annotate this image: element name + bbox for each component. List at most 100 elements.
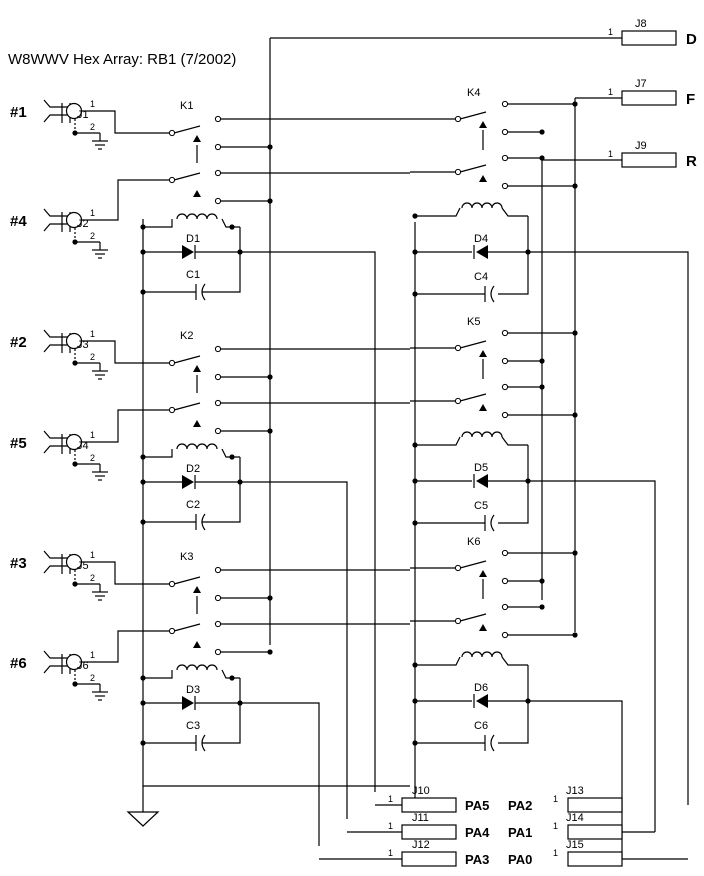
jack-ref-J13: J13	[566, 785, 584, 797]
jack-ref-J6: J6	[77, 660, 89, 672]
contact-terminal	[501, 154, 509, 162]
contact-arrow	[479, 404, 487, 411]
diode-ref-D3: D3	[186, 684, 200, 696]
control-label-PA3: PA3	[465, 852, 489, 867]
contact-terminal	[501, 411, 509, 419]
switch-blade	[173, 355, 201, 364]
capacitor-icon	[201, 283, 206, 301]
pin-label: 1	[90, 650, 95, 660]
junction-dot	[572, 330, 578, 336]
diode-ref-D2: D2	[186, 463, 200, 475]
contact-terminal	[501, 603, 509, 611]
wire	[498, 216, 529, 295]
switch-blade	[459, 340, 487, 349]
switch-blade	[173, 576, 201, 585]
contact-terminal	[214, 169, 222, 177]
pin-label: 1	[388, 848, 393, 858]
wire	[112, 179, 170, 221]
jack-ref-J15: J15	[566, 839, 584, 851]
wire	[43, 329, 68, 338]
junction-dot	[572, 550, 578, 556]
junction-dot	[72, 130, 78, 136]
junction-dot	[140, 519, 146, 525]
wire	[43, 550, 68, 559]
wire	[43, 223, 68, 232]
wire	[528, 480, 656, 832]
junction-dot	[539, 129, 545, 135]
junction-dot	[140, 740, 146, 746]
junction-dot	[539, 604, 545, 610]
control-label-PA0: PA0	[508, 852, 532, 867]
capacitor-icon	[201, 513, 206, 531]
contact-terminal	[214, 373, 222, 381]
control-label-PA5: PA5	[465, 798, 489, 813]
control-label-PA4: PA4	[465, 825, 490, 840]
junction-dot	[525, 249, 531, 255]
port-label-5: #3	[10, 555, 27, 572]
diode-icon	[476, 245, 488, 259]
jack-ref-J12: J12	[412, 839, 430, 851]
pin-label: 2	[90, 573, 95, 583]
wire	[240, 702, 320, 846]
junction-dot	[267, 374, 273, 380]
jack-ref-J7: J7	[635, 78, 647, 90]
contact-terminal	[501, 100, 509, 108]
wire	[202, 482, 241, 523]
junction-dot	[140, 289, 146, 295]
contact-terminal	[214, 648, 222, 656]
junction-dot	[72, 239, 78, 245]
contact-arrow	[193, 641, 201, 648]
capacitor-icon	[490, 734, 495, 752]
wire	[202, 252, 241, 293]
junction-dot	[72, 681, 78, 687]
junction-dot	[412, 740, 418, 746]
relay-coil-icon	[176, 443, 218, 450]
diode-icon	[182, 696, 194, 710]
output-label-F: F	[686, 91, 695, 108]
diode-ref-D5: D5	[474, 462, 488, 474]
wire	[240, 251, 376, 792]
contact-terminal	[214, 620, 222, 628]
capacitor-icon	[201, 734, 206, 752]
wire	[43, 650, 68, 659]
wire	[498, 445, 529, 524]
contact-arrow	[193, 135, 201, 142]
contact-terminal	[454, 397, 462, 405]
wire	[501, 656, 528, 666]
jack-ref-J9: J9	[635, 140, 647, 152]
contact-terminal	[214, 143, 222, 151]
contact-terminal	[168, 129, 176, 137]
pin-label: 1	[388, 821, 393, 831]
switch-blade	[459, 393, 487, 402]
diode-ref-D6: D6	[474, 682, 488, 694]
control-connector-icon	[401, 824, 457, 840]
junction-dot	[140, 249, 146, 255]
wire	[43, 344, 68, 353]
wire	[43, 430, 68, 439]
port-label-4: #5	[10, 435, 27, 452]
capacitor-ref-C5: C5	[474, 500, 488, 512]
contact-arrow	[479, 570, 487, 577]
jack-ref-J4: J4	[77, 440, 89, 452]
pin-label: 1	[608, 87, 613, 97]
coax-jack-icon	[65, 653, 83, 671]
coax-jack-icon	[65, 433, 83, 451]
relay-coil-icon	[176, 213, 218, 220]
port-label-1: #1	[10, 104, 27, 121]
pin-label: 1	[553, 848, 558, 858]
junction-dot	[412, 662, 418, 668]
switch-blade	[459, 560, 487, 569]
junction-dot	[412, 442, 418, 448]
capacitor-icon	[490, 514, 495, 532]
pin-label: 1	[90, 208, 95, 218]
junction-dot	[412, 520, 418, 526]
contact-terminal	[214, 427, 222, 435]
diode-ref-D4: D4	[474, 233, 488, 245]
junction-dot	[140, 675, 146, 681]
capacitor-icon	[490, 285, 495, 303]
switch-blade	[459, 164, 487, 173]
wire	[43, 208, 68, 217]
pin-label: 1	[608, 149, 613, 159]
components	[65, 30, 677, 867]
